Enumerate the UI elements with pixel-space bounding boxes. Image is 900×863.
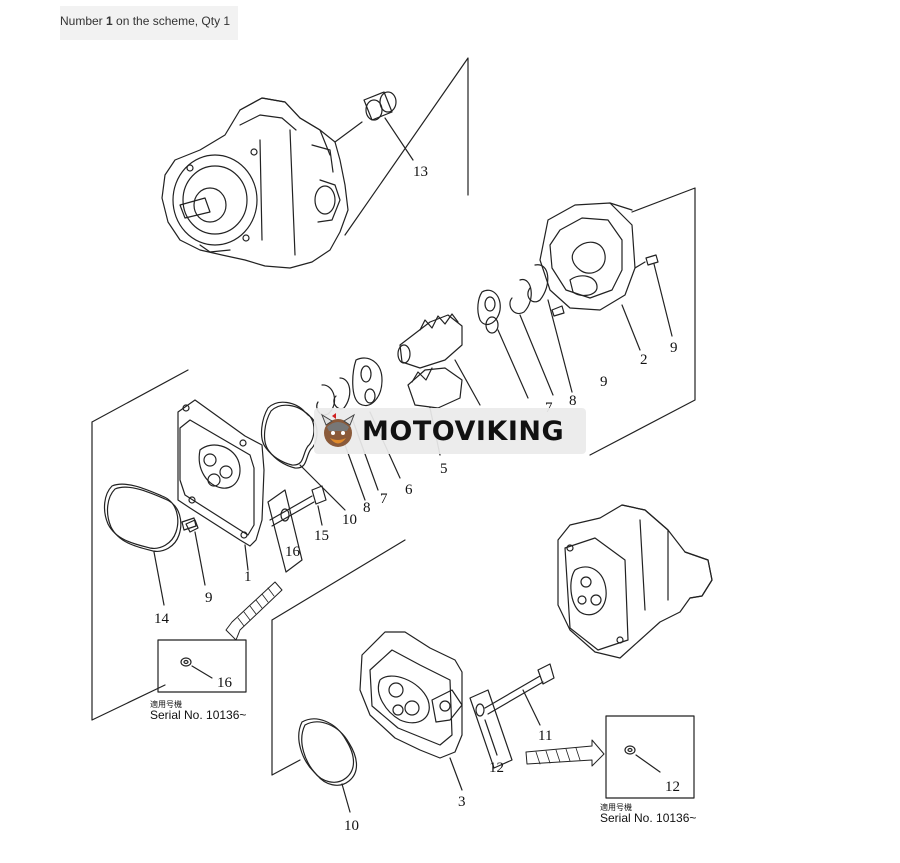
callout-6: 6: [405, 482, 413, 498]
watermark-banner: MOTOVIKING: [314, 408, 586, 454]
callout-10-lower: 10: [344, 818, 359, 834]
callout-12-mid: 12: [489, 760, 504, 776]
callout-13: 13: [413, 164, 428, 180]
pump-assembly-top-drawing: [161, 97, 363, 269]
housing-2-drawing: [539, 187, 696, 456]
serial-note-right-jp: 適用号機: [600, 802, 632, 812]
callout-5: 5: [440, 461, 448, 477]
frame-middle: [91, 369, 189, 721]
gasket-14-drawing: [103, 483, 179, 549]
caption-suffix: on the scheme, Qty 1: [112, 14, 231, 28]
frame-right: [589, 187, 696, 456]
caption-part-number: 1: [106, 14, 113, 28]
callout-10-upper: 10: [342, 512, 357, 528]
watermark-text: MOTOVIKING: [362, 415, 565, 447]
bushing-13-drawing: [363, 91, 414, 161]
gasket-10-upper-drawing: [260, 401, 315, 466]
callout-9-right: 9: [670, 340, 678, 356]
callout-9-mid: 9: [600, 374, 608, 390]
callout-2: 2: [640, 352, 648, 368]
serial-note-left-jp: 適用号機: [150, 699, 182, 709]
frame-top: [344, 57, 469, 236]
callout-16-upper: 16: [285, 544, 301, 560]
callout-1: 1: [244, 569, 252, 585]
cover-1-drawing: [177, 399, 265, 586]
callout-15: 15: [314, 528, 329, 544]
callout-9-left: 9: [205, 590, 213, 606]
callout-16-lower: 16: [217, 675, 233, 691]
serial-note-left: Serial No. 10136~: [150, 708, 246, 722]
snap-rings-upper-drawing: [477, 264, 573, 399]
gasket-10-lower-drawing: [298, 718, 355, 783]
bolt-15-drawing: [267, 485, 327, 573]
arrow-to-serial-right: [525, 739, 605, 767]
callout-11: 11: [538, 728, 552, 744]
part-caption: Number 1 on the scheme, Qty 1: [60, 6, 238, 40]
callout-8-upper: 8: [569, 393, 577, 409]
caption-prefix: Number: [60, 14, 107, 28]
callout-8-lower: 8: [363, 500, 371, 516]
callout-12-right: 12: [665, 779, 680, 795]
serial-box-right-frame: [605, 715, 695, 799]
frame-lower: [271, 539, 406, 776]
callout-7-lower: 7: [380, 491, 388, 507]
viking-logo-icon: [320, 413, 356, 447]
bolt-11-drawing: [469, 663, 555, 769]
callout-14: 14: [154, 611, 170, 627]
pump-assembly-right-drawing: [557, 504, 713, 659]
housing-3-drawing: [359, 631, 463, 791]
serial-box-left-frame: [157, 639, 247, 693]
serial-note-right: Serial No. 10136~: [600, 811, 696, 825]
callout-3: 3: [458, 794, 466, 810]
